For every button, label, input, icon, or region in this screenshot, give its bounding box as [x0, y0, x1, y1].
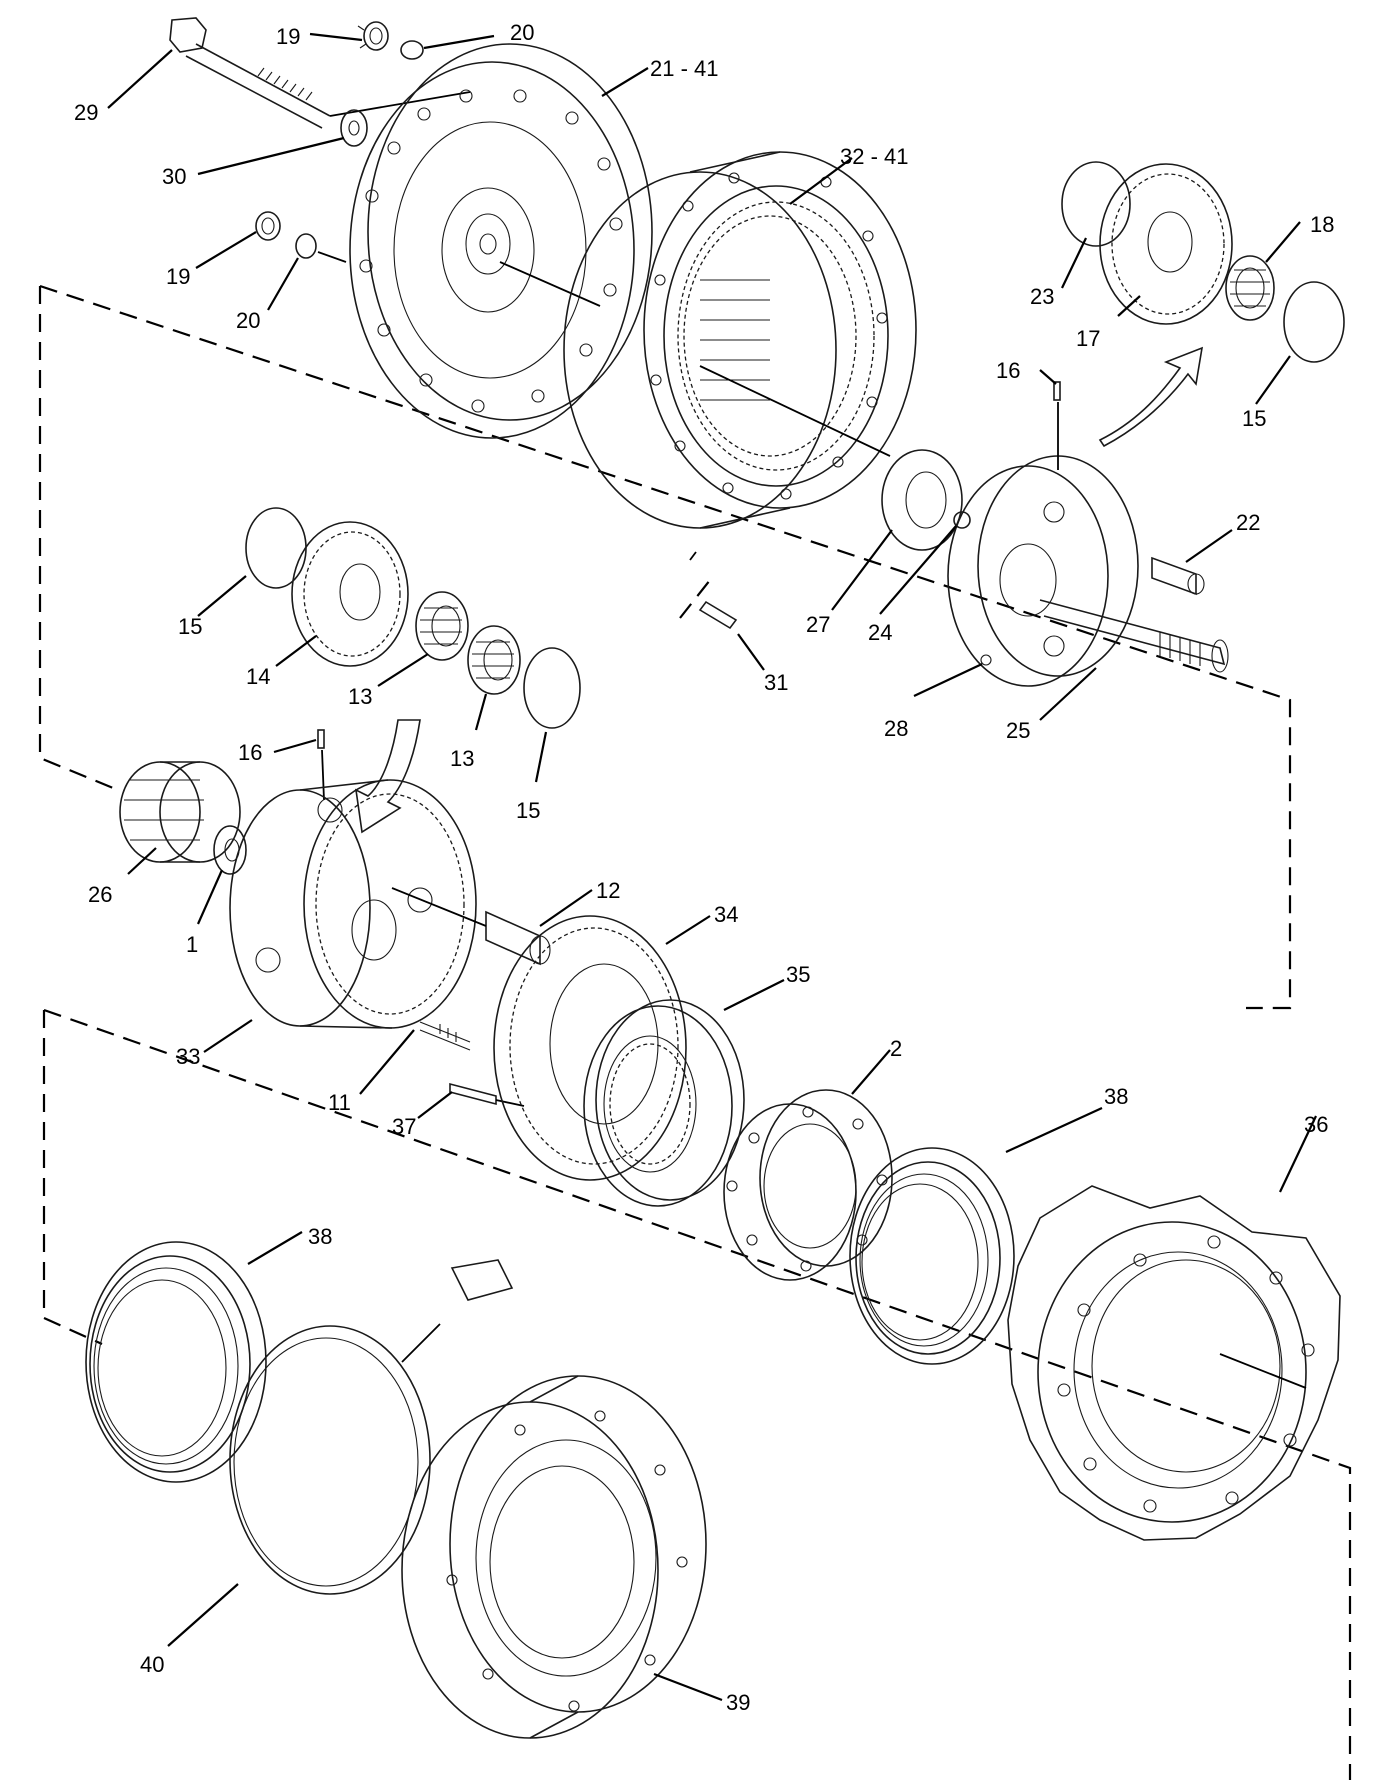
callout-16-top: 16: [996, 358, 1020, 383]
callout-15-upper: 15: [1242, 406, 1266, 431]
washer-part-23: [1061, 161, 1131, 247]
callout-19-low: 19: [166, 264, 190, 289]
callout-20-low: 20: [236, 308, 260, 333]
washer-part-15-mid: [245, 507, 307, 589]
callout-20-top: 20: [510, 20, 534, 45]
cover-part-21-41: [349, 43, 653, 439]
callout-29: 29: [74, 100, 98, 125]
pin-part-22: [1151, 556, 1205, 596]
callout-35: 35: [786, 962, 810, 987]
planet-gear-part-14: [291, 521, 409, 667]
callout-37: 37: [392, 1114, 416, 1139]
sun-gear-part-26: [119, 761, 241, 863]
leader-lines: [107, 32, 1317, 1702]
washer-part-15-upper: [1283, 281, 1345, 363]
callout-11: 11: [328, 1090, 351, 1115]
callout-labels: 29 19 20 21 - 41 30 19 20 32 - 41 23 17 …: [74, 20, 1334, 1715]
callout-15-mid: 15: [178, 614, 202, 639]
ring-part-40: [229, 1323, 441, 1595]
callout-1: 1: [186, 932, 198, 957]
ring-part-35: [583, 999, 745, 1207]
callout-24: 24: [868, 620, 892, 645]
callout-17: 17: [1076, 326, 1100, 351]
callout-21-41: 21 - 41: [650, 56, 719, 81]
ball-part-24: [953, 511, 971, 529]
sprocket-part-36: [1007, 1185, 1341, 1541]
thrust-washer-part-27: [881, 449, 963, 551]
carrier-part-33: [229, 779, 477, 1029]
callout-31: 31: [764, 670, 788, 695]
callout-13-second: 13: [450, 746, 474, 771]
gear-part-34: [493, 915, 687, 1181]
callout-28: 28: [884, 716, 908, 741]
spring-pin-part-16-lower: [317, 729, 325, 801]
callout-32-41: 32 - 41: [840, 144, 909, 169]
callout-27: 27: [806, 612, 830, 637]
pin-part-12: [391, 887, 551, 966]
housing-part-39: [401, 1375, 707, 1739]
callout-38-left: 38: [308, 1224, 332, 1249]
flange-part-2: [723, 1089, 893, 1281]
callout-22: 22: [1236, 510, 1260, 535]
assembly-dashed-lines: [38, 284, 1352, 1780]
callout-16-lower: 16: [238, 740, 262, 765]
seal-part-38-left: [85, 1241, 267, 1483]
callout-39: 39: [726, 1690, 750, 1715]
pin-part-31: [689, 551, 738, 630]
callout-19-top: 19: [276, 24, 300, 49]
callout-2: 2: [890, 1036, 902, 1061]
ring-gear-part-32-41: [563, 151, 917, 529]
bolt-part-29: [169, 17, 471, 129]
bearing-part-13-first: [415, 591, 469, 661]
callout-12: 12: [596, 878, 620, 903]
callout-25: 25: [1006, 718, 1030, 743]
planet-gear-part-17: [1099, 163, 1233, 325]
callout-36: 36: [1304, 1112, 1328, 1137]
plug-part-19-top: [357, 21, 389, 51]
callout-18: 18: [1310, 212, 1334, 237]
detail-arrow-upper: [1098, 346, 1204, 448]
pin-part-37: [449, 1082, 525, 1107]
callout-40: 40: [140, 1652, 164, 1677]
pin-part-11: [419, 1021, 471, 1051]
callout-23: 23: [1030, 284, 1054, 309]
bearing-part-18: [1225, 255, 1275, 321]
callout-33: 33: [176, 1044, 200, 1069]
callout-34: 34: [714, 902, 738, 927]
oring-part-20-lower: [295, 233, 347, 263]
callout-38-right: 38: [1104, 1084, 1128, 1109]
callout-30: 30: [162, 164, 186, 189]
spring-pin-part-16-top: [1053, 381, 1061, 470]
callout-26: 26: [88, 882, 112, 907]
washer-part-1: [213, 825, 247, 875]
callout-15-lower: 15: [516, 798, 540, 823]
washer-part-15-lower: [523, 647, 581, 729]
callout-14: 14: [246, 664, 270, 689]
seal-part-38-right: [849, 1147, 1015, 1365]
detail-arrow-lower: [354, 719, 421, 834]
seal-clip-part: [450, 1259, 514, 1301]
bearing-part-13-second: [467, 625, 521, 695]
callout-13-first: 13: [348, 684, 372, 709]
ring-part-28: [980, 654, 992, 666]
oring-part-20-top: [400, 40, 424, 60]
washer-part-30: [340, 109, 368, 147]
plug-part-19-lower: [255, 211, 281, 241]
